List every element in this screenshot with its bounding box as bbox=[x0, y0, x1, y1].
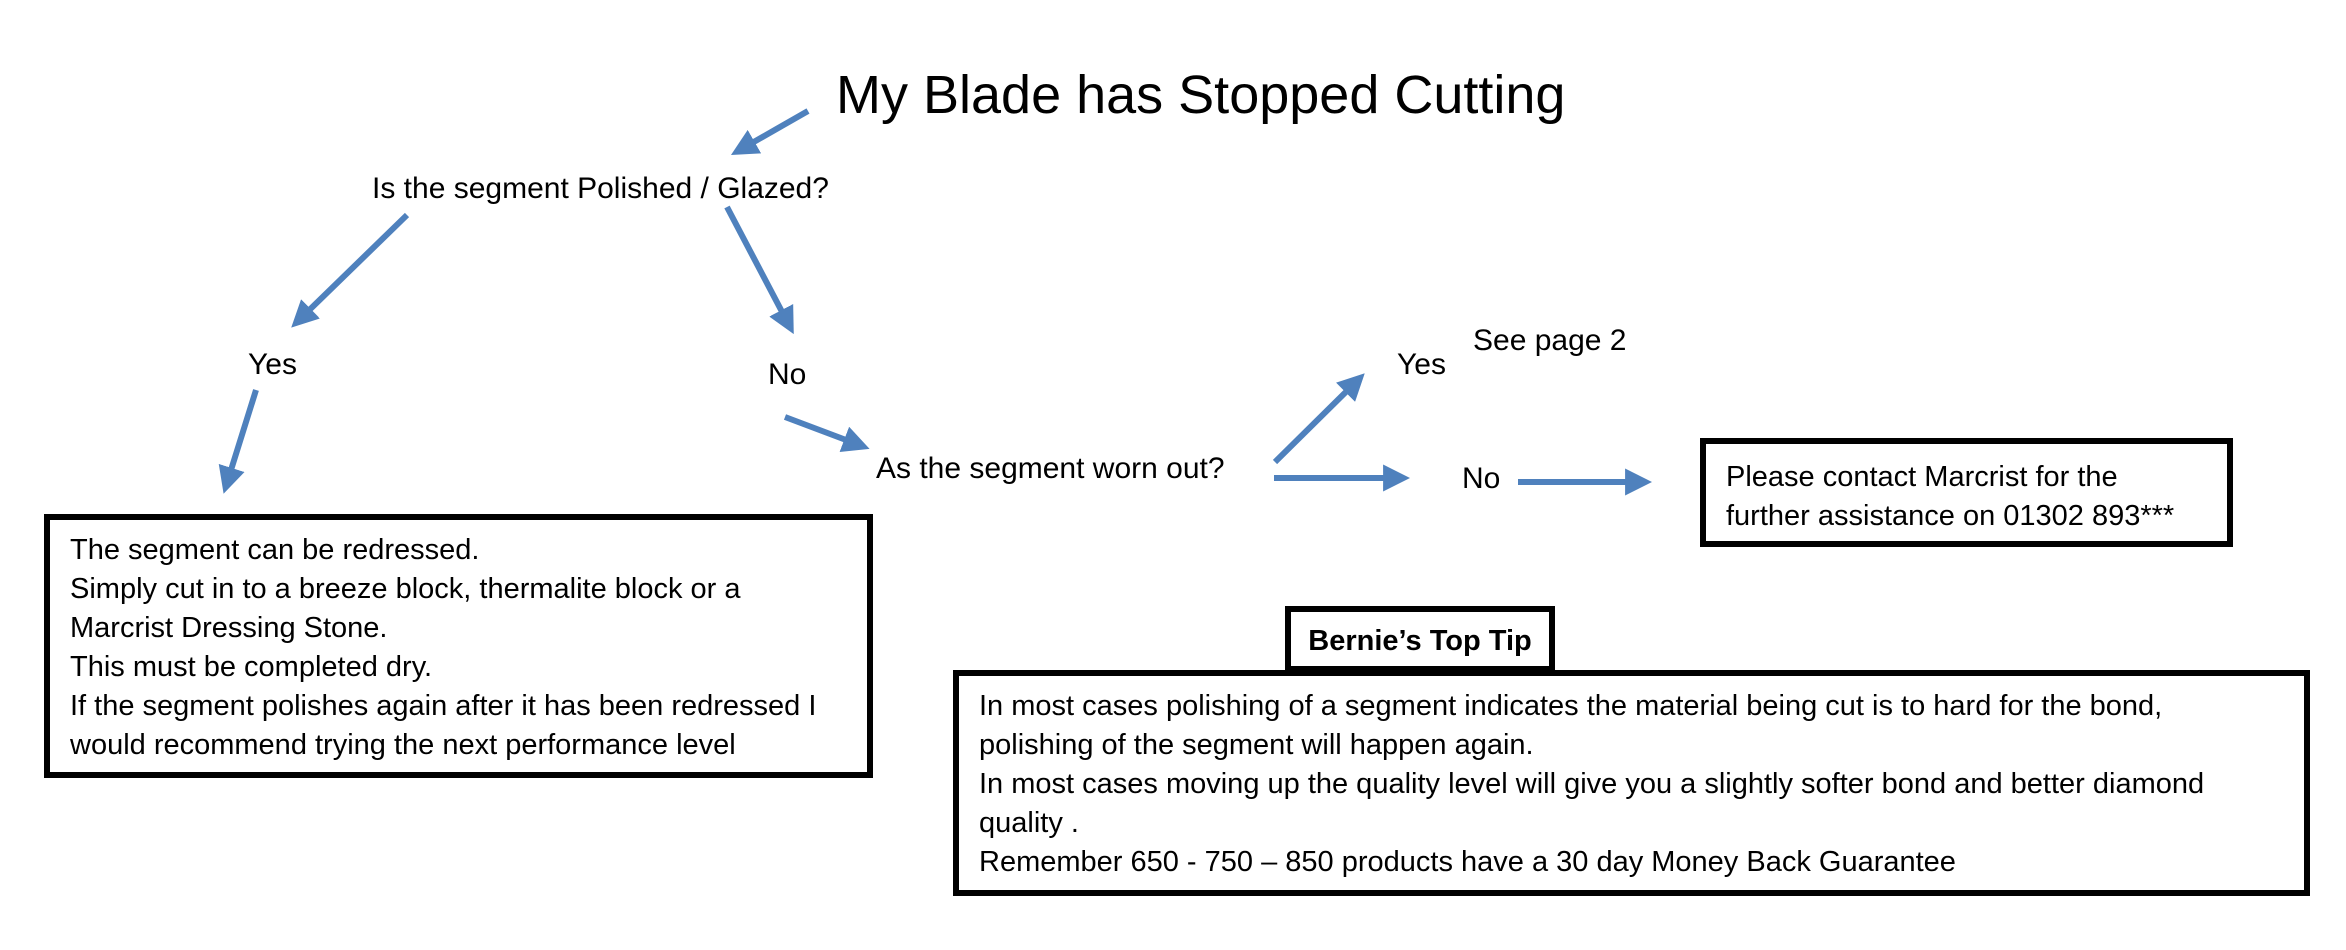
question-worn-out: As the segment worn out? bbox=[876, 452, 1225, 485]
question-polished: Is the segment Polished / Glazed? bbox=[372, 172, 829, 205]
tip-line: Remember 650 - 750 – 850 products have a… bbox=[979, 846, 1956, 878]
contact-line: further assistance on 01302 893*** bbox=[1726, 500, 2175, 532]
redress-line: The segment can be redressed. bbox=[70, 534, 480, 566]
contact-line: Please contact Marcrist for the bbox=[1726, 461, 2118, 493]
redress-instructions-box: The segment can be redressed. Simply cut… bbox=[44, 514, 873, 778]
tip-line: quality . bbox=[979, 807, 1079, 839]
tip-line: In most cases polishing of a segment ind… bbox=[979, 690, 2163, 722]
top-tip-box: In most cases polishing of a segment ind… bbox=[953, 670, 2310, 896]
arrow-worn-to-yes bbox=[1272, 373, 1365, 465]
see-page-2-note: See page 2 bbox=[1473, 324, 1627, 357]
redress-line: Simply cut in to a breeze block, thermal… bbox=[70, 573, 741, 605]
contact-box: Please contact Marcrist for the further … bbox=[1700, 438, 2233, 547]
arrow-no-to-worn-question bbox=[783, 414, 870, 452]
branch-yes-polished: Yes bbox=[248, 348, 297, 381]
branch-no-polished: No bbox=[768, 358, 807, 391]
page-title: My Blade has Stopped Cutting bbox=[836, 65, 1566, 125]
branch-no-worn: No bbox=[1462, 462, 1501, 495]
redress-line: If the segment polishes again after it h… bbox=[70, 690, 817, 722]
redress-line: Marcrist Dressing Stone. bbox=[70, 612, 388, 644]
arrow-title-to-question bbox=[730, 108, 810, 156]
redress-line: would recommend trying the next performa… bbox=[70, 729, 736, 761]
redress-line: This must be completed dry. bbox=[70, 651, 433, 683]
arrow-question-to-no bbox=[724, 205, 794, 335]
branch-yes-worn: Yes bbox=[1397, 348, 1446, 381]
arrow-yes-to-redress-box bbox=[218, 389, 259, 494]
tip-line: polishing of the segment will happen aga… bbox=[979, 729, 1534, 761]
top-tip-title: Bernie’s Top Tip bbox=[1285, 606, 1555, 672]
tip-line: In most cases moving up the quality leve… bbox=[979, 768, 2205, 800]
arrow-question-to-yes bbox=[291, 212, 410, 328]
